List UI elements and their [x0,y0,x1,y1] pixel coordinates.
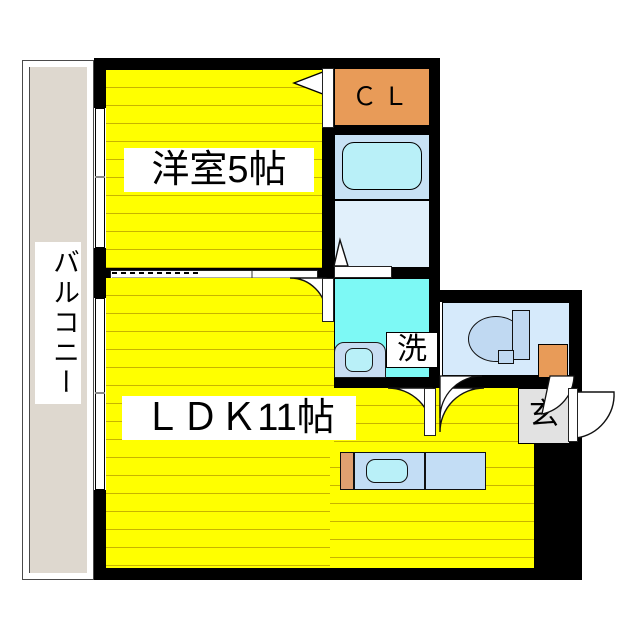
closet-door-panel[interactable] [322,68,334,128]
balcony-window-lower[interactable] [95,298,105,490]
shoe-cabinet [538,344,568,378]
bedroom-label: 洋室5帖 [124,148,314,192]
wall-ldk-right-upper [534,438,582,580]
balcony-inner-edge [29,67,30,573]
washing-machine-label: 洗 [386,332,438,368]
kitchen-sink [366,459,408,483]
wall-below-closet [322,124,440,134]
genkan-inner-door-swing-icon[interactable] [528,375,575,418]
wall-left-upper [94,58,106,108]
washroom-door-panel[interactable] [322,278,334,322]
closet-area [334,68,430,126]
toilet-tank [512,310,530,360]
wall-left-middle [94,248,106,298]
balcony-label: バルコニー [35,242,81,404]
entrance-door-panel[interactable] [568,388,578,442]
wall-top [94,58,440,70]
balcony-window-upper[interactable] [95,108,105,248]
closet-label: ＣＬ [351,83,414,111]
toilet-door-swing-icon[interactable] [439,375,486,422]
stove-range [340,452,354,490]
balcony-window-upper-mullion [95,176,105,178]
balcony-window-lower-mullion [95,392,105,394]
corridor-door-right-swing-icon[interactable] [439,387,488,436]
bath-door-panel[interactable] [334,266,392,278]
wall-toilet-top [430,290,582,302]
bathtub [342,142,422,190]
kitchen-counter-divider [424,452,426,490]
washroom-door-swing-icon[interactable] [286,277,327,320]
wall-below-washroom [322,378,440,388]
wall-toilet-bottom [430,376,582,388]
ldk-label: ＬＤＫ11帖 [122,396,356,440]
wall-right-cl [428,58,440,290]
toilet-paper-holder [498,350,514,364]
wall-left-lower [94,490,106,580]
balcony-outer-frame [22,60,94,580]
wall-bottom [94,568,546,580]
bathroom-floor-area [334,200,430,268]
corridor-door-left-panel[interactable] [424,388,436,436]
washbasin-bowl [345,348,373,372]
